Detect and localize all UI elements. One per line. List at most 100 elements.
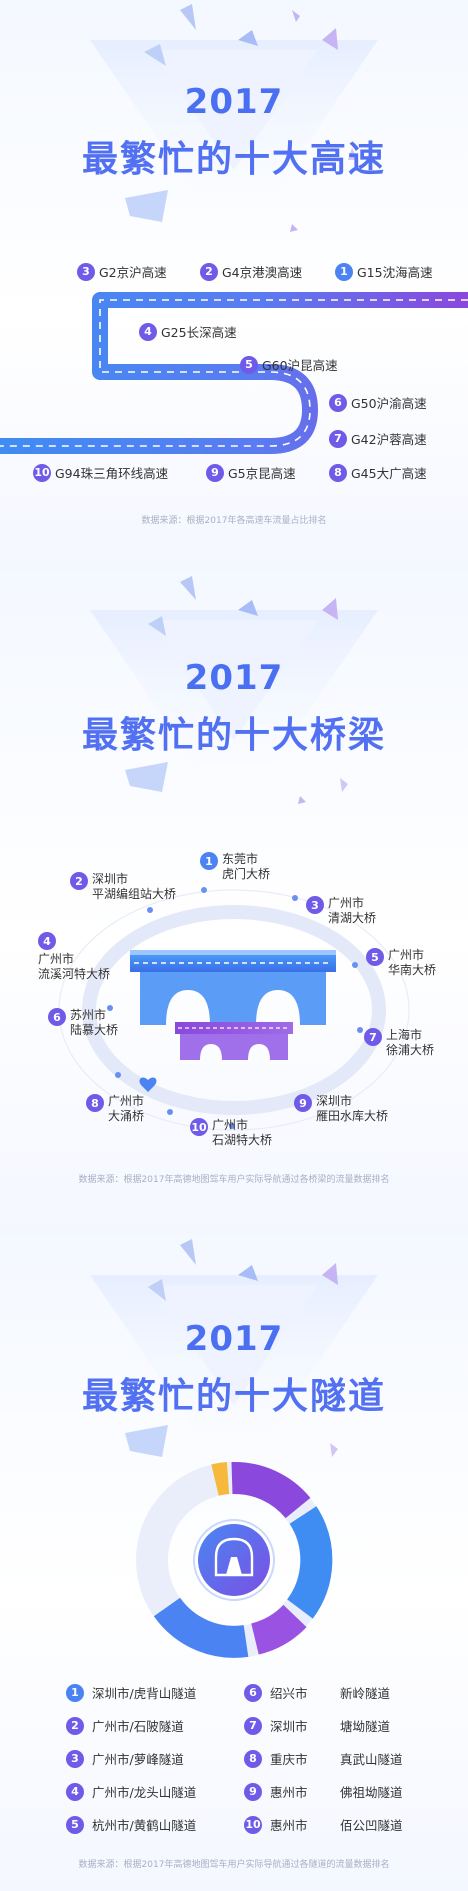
tunnel-city: 绍兴市 (270, 1686, 308, 1701)
bridges-panel: 2017 最繁忙的十大桥梁 1 东莞市虎门大桥 2 深圳市平湖编组站大桥 3 广… (0, 570, 468, 1235)
rank-badge: 10 (33, 463, 51, 482)
tunnel-icon (214, 1537, 254, 1577)
highway-name: G2京沪高速 (99, 265, 167, 280)
bridge-city: 深圳市 (316, 1094, 353, 1108)
bridges-decoration (58, 576, 410, 1131)
bridge-item: 9 深圳市雁田水库大桥 (294, 1094, 388, 1124)
tunnel-name: 广州市/石陂隧道 (92, 1719, 184, 1734)
bridge-item: 4 广州市流溪河特大桥 (38, 932, 110, 982)
highway-name: G50沪渝高速 (351, 396, 427, 411)
bridges-source: 数据来源：根据2017年高德地图驾车用户实际导航通过各桥梁的流量数据排名 (78, 1175, 390, 1185)
bridge-name: 平湖编组站大桥 (92, 887, 177, 901)
highway-name: G4京港澳高速 (222, 265, 303, 280)
tunnels-source: 数据来源：根据2017年高德地图驾车用户实际导航通过各隧道的流量数据排名 (78, 1860, 390, 1870)
tunnel-ring-chart (136, 1461, 333, 1658)
tunnel-name: 广州市/萝峰隧道 (92, 1752, 184, 1767)
highways-source: 数据来源：根据2017年各高速车流量占比排名 (141, 516, 327, 526)
tunnels-decoration (90, 1239, 378, 1658)
rank-badge: 10 (190, 1118, 208, 1136)
rank-badge: 9 (244, 1782, 262, 1801)
rank-badge: 8 (244, 1749, 262, 1768)
tunnel-city: 深圳市 (270, 1719, 308, 1734)
bridge-name: 大涌桥 (108, 1109, 145, 1123)
tunnel-item: 10 惠州市 佰公凹隧道 (244, 1815, 403, 1834)
highway-name: G25长深高速 (161, 325, 237, 340)
tunnel-item: 8 重庆市 真武山隧道 (244, 1749, 403, 1768)
rank-badge: 7 (329, 429, 347, 448)
bridge-illustration (130, 950, 336, 1060)
rank-badge: 7 (244, 1716, 262, 1735)
tunnel-name: 新岭隧道 (340, 1686, 391, 1701)
rank-badge: 2 (70, 872, 88, 890)
tunnel-item: 7 深圳市 塘坳隧道 (244, 1716, 390, 1735)
ring-segment (231, 1461, 311, 1519)
tunnel-item: 6 绍兴市 新岭隧道 (244, 1683, 390, 1702)
ring-segment (250, 1604, 307, 1655)
tunnel-name: 塘坳隧道 (340, 1719, 391, 1734)
bridge-name: 雁田水库大桥 (316, 1109, 389, 1123)
heart-icon (139, 1077, 157, 1092)
highway-item: 2 G4京港澳高速 (200, 262, 302, 281)
bridge-item: 7 上海市徐浦大桥 (364, 1028, 434, 1058)
highway-name: G5京昆高速 (228, 466, 296, 481)
bridge-name: 虎门大桥 (222, 867, 271, 881)
rank-badge: 2 (200, 262, 218, 281)
rank-badge: 6 (244, 1683, 262, 1702)
tunnel-name: 真武山隧道 (340, 1752, 403, 1767)
rank-badge: 3 (66, 1749, 84, 1768)
tunnel-item: 2 广州市/石陂隧道 (66, 1716, 184, 1735)
tunnel-item: 5 杭州市/黄鹤山隧道 (66, 1815, 196, 1834)
highway-item: 6 G50沪渝高速 (329, 393, 427, 412)
ring-segment (153, 1597, 249, 1658)
highway-name: G60沪昆高速 (262, 358, 338, 373)
bridge-item: 3 广州市清湖大桥 (306, 896, 376, 926)
highway-name: G42沪蓉高速 (351, 432, 427, 447)
rank-badge: 5 (66, 1815, 84, 1834)
bridge-name: 石湖特大桥 (212, 1133, 273, 1147)
highway-name: G45大广高速 (351, 466, 427, 481)
tunnel-name: 广州市/龙头山隧道 (92, 1785, 197, 1800)
tunnel-item: 9 惠州市 佛祖坳隧道 (244, 1782, 403, 1801)
tunnel-name: 深圳市/虎背山隧道 (92, 1686, 197, 1701)
highway-name: G94珠三角环线高速 (55, 466, 169, 481)
bridges-title: 最繁忙的十大桥梁 (81, 715, 386, 756)
bridge-name: 徐浦大桥 (386, 1043, 435, 1057)
rank-badge: 4 (139, 322, 157, 341)
ring-segment (211, 1462, 230, 1496)
bridge-city: 深圳市 (92, 872, 129, 886)
rank-badge: 8 (86, 1094, 104, 1112)
rank-badge: 5 (240, 355, 258, 374)
bridge-city: 上海市 (386, 1028, 423, 1042)
tunnels-year: 2017 (184, 1319, 284, 1359)
rank-badge: 1 (200, 852, 218, 870)
tunnel-item: 3 广州市/萝峰隧道 (66, 1749, 184, 1768)
bridge-name: 清湖大桥 (328, 911, 377, 925)
bridge-item: 5 广州市华南大桥 (366, 948, 436, 978)
ring-segment (286, 1506, 333, 1619)
rank-badge: 9 (206, 463, 224, 482)
highways-panel: 2017 最繁忙的十大高速 3 G2京沪高速 2 G4京港澳高速 1 G15沈海… (0, 0, 468, 570)
highways-year: 2017 (184, 82, 284, 122)
bridge-city: 广州市 (328, 896, 365, 910)
bridge-city: 广州市 (212, 1118, 249, 1132)
bridge-name: 陆慕大桥 (70, 1023, 119, 1037)
tunnel-name: 杭州市/黄鹤山隧道 (92, 1818, 197, 1833)
rank-badge: 1 (66, 1683, 84, 1702)
bridge-item: 2 深圳市平湖编组站大桥 (70, 872, 176, 902)
tunnel-item: 1 深圳市/虎背山隧道 (66, 1683, 196, 1702)
rank-badge: 6 (48, 1008, 66, 1026)
tunnel-name: 佰公凹隧道 (340, 1818, 403, 1833)
highway-name: G15沈海高速 (357, 265, 433, 280)
bridge-item: 10 广州市石湖特大桥 (190, 1118, 272, 1148)
tunnels-panel: 2017 最繁忙的十大隧道 1 深圳市/虎背山隧道 2 广州市/石陂隧道 3 广… (0, 1235, 468, 1891)
bridge-item: 1 东莞市虎门大桥 (200, 852, 270, 882)
rank-badge: 3 (77, 262, 95, 281)
rank-badge: 7 (364, 1028, 382, 1046)
highway-item: 1 G15沈海高速 (335, 262, 433, 281)
rank-badge: 1 (335, 262, 353, 281)
rank-badge: 6 (329, 393, 347, 412)
rank-badge: 5 (366, 948, 384, 966)
highway-item: 10 G94珠三角环线高速 (33, 463, 168, 482)
tunnel-name: 佛祖坳隧道 (340, 1785, 403, 1800)
tunnel-city: 惠州市 (270, 1818, 308, 1833)
